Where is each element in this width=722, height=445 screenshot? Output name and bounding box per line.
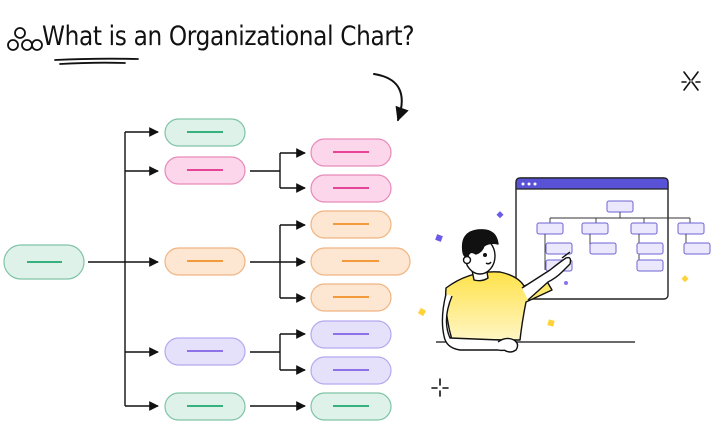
connector-lines — [88, 127, 306, 411]
confetti-decoration — [417, 211, 689, 327]
person-illustration — [436, 229, 635, 353]
node-level1-pink — [164, 156, 246, 185]
node-level2-orange-1 — [310, 210, 392, 239]
node-level2-orange-2 — [310, 247, 411, 276]
org-chart-icon — [7, 27, 43, 51]
sparkle-icon — [431, 378, 449, 397]
node-level1-green-bottom — [164, 392, 246, 421]
sparkle-icon — [681, 71, 701, 91]
node-level2-pink-2 — [310, 174, 392, 203]
node-level2-orange-3 — [310, 283, 392, 312]
curved-arrow-icon — [373, 73, 409, 122]
title-underline — [54, 57, 139, 65]
node-level2-pink-1 — [310, 138, 392, 167]
node-level1-purple — [164, 337, 246, 366]
node-level1-green-top — [164, 118, 246, 147]
node-level2-purple-2 — [310, 356, 392, 385]
page-title: What is an Organizational Chart? — [42, 21, 415, 52]
node-level2-purple-1 — [310, 320, 392, 349]
node-root — [3, 244, 85, 280]
node-level2-green — [310, 392, 392, 421]
node-level1-orange — [164, 247, 246, 276]
